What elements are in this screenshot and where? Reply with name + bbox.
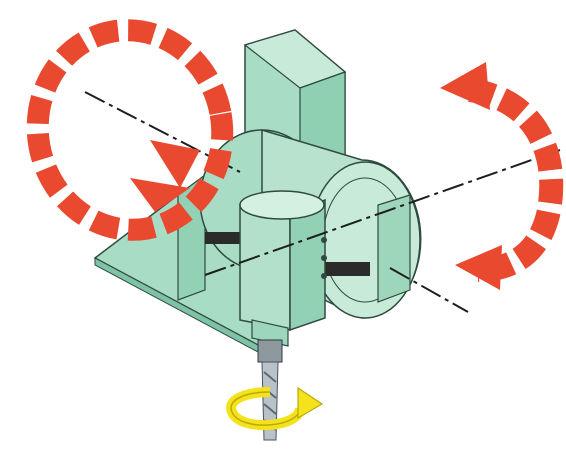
spindle-front (240, 205, 290, 330)
spindle-bolt-2 (321, 255, 327, 261)
spindle-head (240, 191, 327, 346)
housing-side-block (378, 195, 410, 302)
tool-holder (258, 340, 282, 362)
spindle-bolt-3 (321, 273, 327, 279)
yellow-arrow-head (298, 388, 322, 418)
spindle-side (290, 200, 325, 330)
spindle-bolt-1 (321, 237, 327, 243)
spindle-top (240, 191, 324, 219)
right-arrow-head-top (440, 62, 490, 110)
right-rotation-arrow-icon (440, 62, 551, 290)
housing-dark-band-2 (205, 232, 245, 244)
right-arrow-head-bottom (455, 245, 502, 290)
